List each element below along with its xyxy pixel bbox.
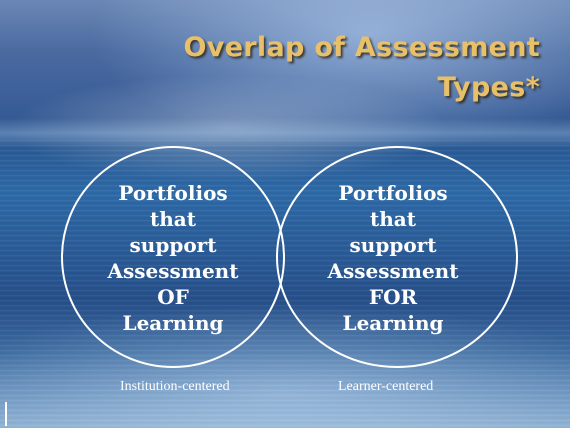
sea-texture: [0, 140, 570, 428]
left-label-line-3: Assessment: [107, 259, 239, 283]
right-label-line-4: FOR: [368, 285, 418, 309]
right-label-line-1: Portfolios that: [338, 181, 448, 231]
title-line-2: Types*: [437, 72, 540, 103]
left-label-line-1: Portfolios that: [118, 181, 228, 231]
right-label-line-3: Assessment: [327, 259, 459, 283]
right-caption: Learner-centered: [338, 379, 434, 394]
left-circle-label: Portfolios that support Assessment OF Le…: [98, 180, 248, 336]
left-label-line-2: support: [129, 233, 217, 257]
right-circle: [276, 146, 518, 368]
left-circle: [61, 146, 285, 368]
right-circle-label: Portfolios that support Assessment FOR L…: [318, 180, 468, 336]
title-line-1: Overlap of Assessment: [183, 32, 540, 63]
corner-mark: [5, 402, 7, 426]
left-label-line-5: Learning: [122, 311, 224, 335]
slide-title: Overlap of Assessment Types*: [140, 28, 540, 108]
left-label-line-4: OF: [157, 285, 189, 309]
right-label-line-5: Learning: [342, 311, 444, 335]
horizon-glow: [0, 118, 570, 148]
left-caption: Institution-centered: [120, 379, 230, 394]
right-label-line-2: support: [349, 233, 437, 257]
